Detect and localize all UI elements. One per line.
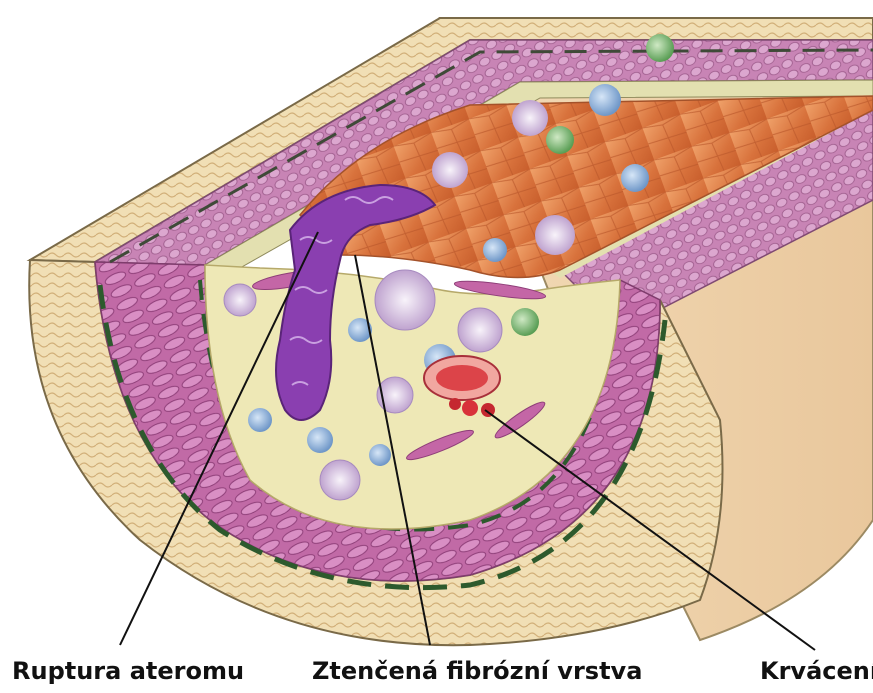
label-thinned-fibrous-cap: Ztenčená fibrózní vrstva (312, 656, 642, 686)
label-atheroma-rupture: Ruptura ateromu (12, 656, 244, 686)
label-hemorrhage: Krvácení (760, 656, 873, 686)
